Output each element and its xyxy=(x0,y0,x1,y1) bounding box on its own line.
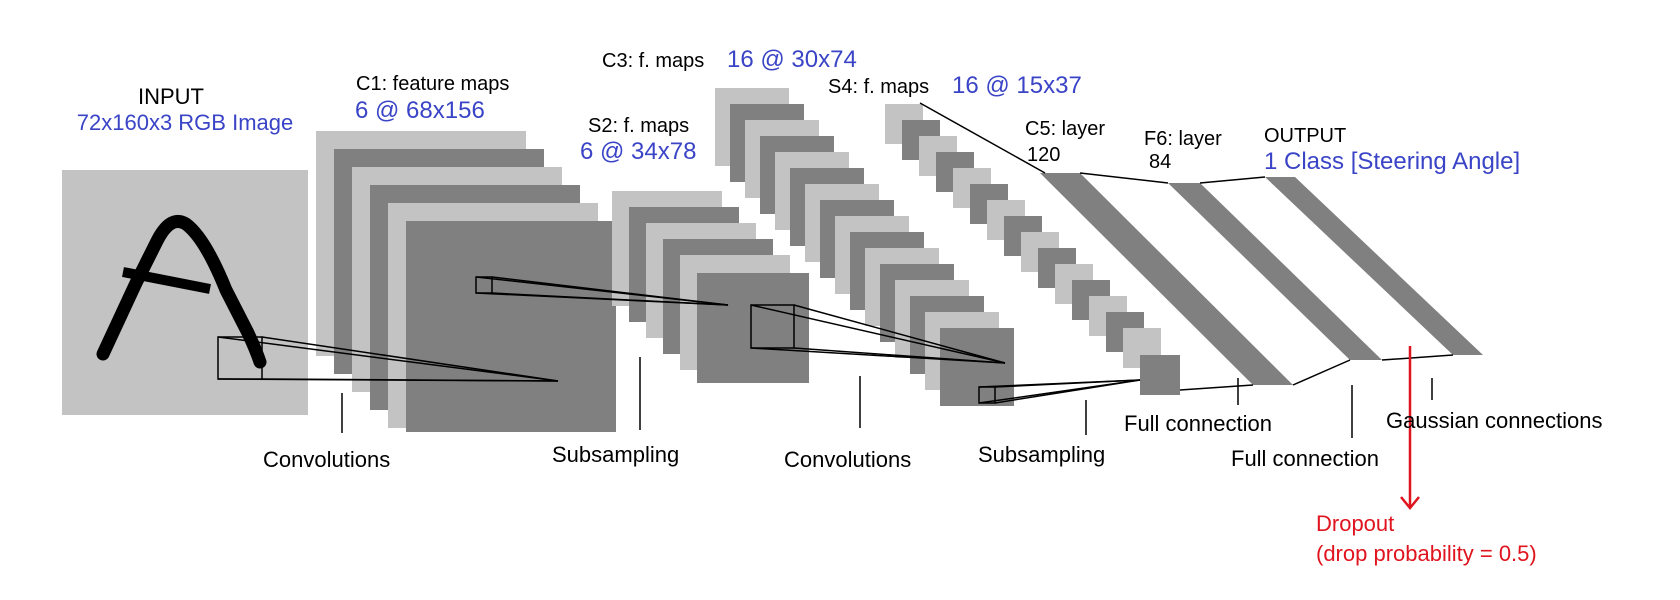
input-size: 72x160x3 RGB Image xyxy=(77,110,293,135)
c3-size: 16 @ 30x74 xyxy=(727,46,857,73)
c3-to-s4-projection xyxy=(978,379,1141,404)
dropout-labels: Dropout (drop probability = 0.5) xyxy=(1316,511,1537,566)
s2-receptive-field xyxy=(750,304,795,349)
c1-feature-maps xyxy=(316,131,616,432)
operation-pointer-ticks xyxy=(341,357,1433,438)
input-image-background xyxy=(62,170,308,415)
operation-labels: Convolutions Subsampling Convolutions Su… xyxy=(263,408,1602,472)
c1-to-s2-projection xyxy=(475,276,729,306)
s4-title: S4: f. maps xyxy=(828,76,929,98)
s4-size: 16 @ 15x37 xyxy=(952,72,1082,99)
f6-title: F6: layer xyxy=(1144,128,1222,150)
output-size: 1 Class [Steering Angle] xyxy=(1264,148,1520,175)
input-to-c1-projection xyxy=(217,336,559,382)
c1-title: C1: feature maps xyxy=(356,73,509,95)
gaussian-connections-label: Gaussian connections xyxy=(1386,408,1602,433)
convolutions-2-label: Convolutions xyxy=(784,447,911,472)
letter-a-crossbar xyxy=(122,267,211,294)
layer-labels: INPUT 72x160x3 RGB Image C1: feature map… xyxy=(77,46,1520,175)
s4-to-c5-connection xyxy=(1179,384,1254,391)
output-title: OUTPUT xyxy=(1264,125,1346,147)
input-title: INPUT xyxy=(138,84,204,109)
dropout-label: Dropout xyxy=(1316,511,1394,536)
c5-layer-band xyxy=(1040,173,1293,385)
subsampling-2-label: Subsampling xyxy=(978,442,1105,467)
c5-to-f6-connection xyxy=(1079,172,1169,184)
f6-size: 84 xyxy=(1149,151,1171,173)
s2-to-c3-projection xyxy=(750,304,1006,364)
s2-size: 6 @ 34x78 xyxy=(580,138,696,165)
s4-to-c5-connection xyxy=(919,102,1046,174)
f6-layer-band xyxy=(1168,183,1382,360)
dropout-arrow xyxy=(1400,346,1420,510)
fully-connected-layers xyxy=(919,102,1483,391)
c1-map xyxy=(406,221,616,432)
s2-map xyxy=(697,273,809,383)
s2-feature-maps xyxy=(612,191,809,383)
f6-to-output-connection xyxy=(1381,354,1454,361)
input-image xyxy=(62,170,308,415)
output-layer-band xyxy=(1265,177,1483,355)
letter-a-stroke xyxy=(96,215,267,369)
c3-title: C3: f. maps xyxy=(602,50,704,72)
c1-size: 6 @ 68x156 xyxy=(355,97,485,124)
full-connection-1-label: Full connection xyxy=(1124,411,1272,436)
s4-feature-maps xyxy=(885,104,1180,395)
s4-map xyxy=(1140,355,1180,395)
dropout-detail: (drop probability = 0.5) xyxy=(1316,541,1537,566)
subsampling-1-label: Subsampling xyxy=(552,442,679,467)
c5-title: C5: layer xyxy=(1025,118,1105,140)
c5-size: 120 xyxy=(1027,144,1060,166)
f6-to-output-connection xyxy=(1199,176,1266,184)
full-connection-2-label: Full connection xyxy=(1231,446,1379,471)
convolutions-1-label: Convolutions xyxy=(263,447,390,472)
c3-map xyxy=(940,328,1014,406)
s2-title: S2: f. maps xyxy=(588,115,689,137)
c5-to-f6-connection xyxy=(1292,359,1351,386)
